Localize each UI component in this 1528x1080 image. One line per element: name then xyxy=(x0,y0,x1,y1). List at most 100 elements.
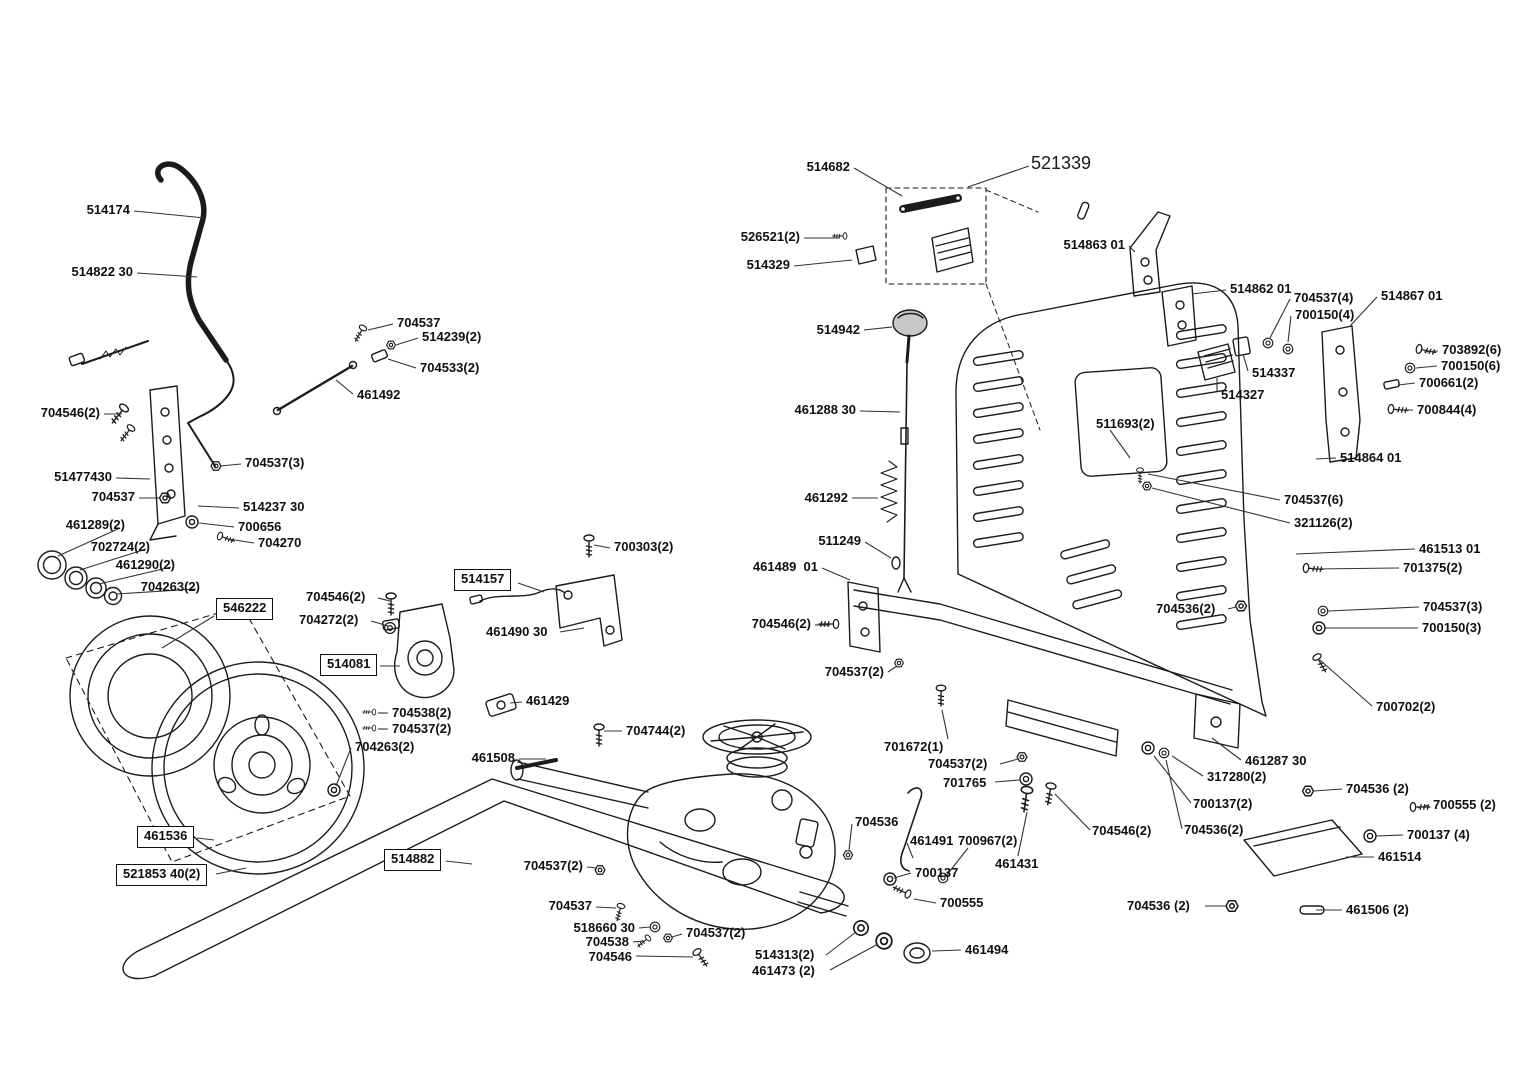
part-label: 514313(2) xyxy=(755,947,815,962)
part-label: 700555 xyxy=(940,895,984,910)
part-label: 704270 xyxy=(258,535,302,550)
part-label: 514157 xyxy=(454,569,512,591)
part-label: 700967(2) xyxy=(958,833,1018,848)
part-label: 701375(2) xyxy=(1403,560,1463,575)
part-label: 521853 40(2) xyxy=(116,864,208,886)
part-label: 461492 xyxy=(357,387,401,402)
part-label: 704537(2) xyxy=(523,858,583,873)
part-label: 461473 (2) xyxy=(752,963,815,978)
part-label: 514337 xyxy=(1252,365,1296,380)
gear-shift-lever xyxy=(68,161,235,467)
wheel-assembly xyxy=(65,605,365,875)
part-label: 704537(2) xyxy=(928,756,988,771)
part-label: 511249 xyxy=(818,533,861,548)
part-label: 461508 xyxy=(471,750,515,765)
part-label: 704744(2) xyxy=(626,723,686,738)
part-label: 700844(4) xyxy=(1417,402,1477,417)
part-label: 514942 xyxy=(816,322,860,337)
rear-panel xyxy=(955,282,1267,717)
part-label: 511693(2) xyxy=(1096,416,1155,431)
part-label: 704537(2) xyxy=(392,721,452,736)
part-label: 514822 30 xyxy=(71,264,133,279)
part-label: 461491 xyxy=(910,833,954,848)
transmission xyxy=(485,693,931,964)
part-label: 321126(2) xyxy=(1294,515,1353,530)
part-label: 514239(2) xyxy=(422,329,482,344)
part-label: 514867 01 xyxy=(1381,288,1443,303)
part-label: 700150(6) xyxy=(1441,358,1501,373)
part-label: 461490 30 xyxy=(486,624,548,639)
part-label: 700137 (4) xyxy=(1407,827,1470,842)
part-label: 700661(2) xyxy=(1419,375,1479,390)
part-label: 546222 xyxy=(216,598,274,620)
part-label: 701672(1) xyxy=(884,739,944,754)
part-label: 704546 xyxy=(588,949,632,964)
part-label: 461514 xyxy=(1378,849,1422,864)
frame-crossmember xyxy=(847,581,1241,757)
part-label: 704536 (2) xyxy=(1127,898,1190,913)
lever-bracket xyxy=(149,385,186,541)
part-label: 461494 xyxy=(965,942,1009,957)
part-label: 514682 xyxy=(806,159,850,174)
part-label: 704537 xyxy=(91,489,135,504)
part-label: 700555 (2) xyxy=(1433,797,1496,812)
part-label: 700137 xyxy=(915,865,959,880)
part-label: 461290(2) xyxy=(115,557,175,572)
part-label: 704533(2) xyxy=(420,360,480,375)
part-label: 704537(3) xyxy=(245,455,305,470)
part-label: 701765 xyxy=(943,775,987,790)
hub-rings xyxy=(37,550,123,606)
part-label: 700150(3) xyxy=(1422,620,1482,635)
part-label: 521339 xyxy=(1031,153,1092,173)
part-label: 704546(2) xyxy=(40,405,100,420)
part-label: 704263(2) xyxy=(355,739,415,754)
part-label: 518660 30 xyxy=(573,920,635,935)
part-label: 514174 xyxy=(86,202,130,217)
part-label: 700137(2) xyxy=(1193,796,1253,811)
part-label: 704537(6) xyxy=(1284,492,1344,507)
part-label: 704536(2) xyxy=(1156,601,1216,616)
part-label: 704537(4) xyxy=(1294,290,1354,305)
shift-link-rod xyxy=(900,787,923,872)
support-brackets xyxy=(1077,201,1400,463)
part-label: 461289(2) xyxy=(65,517,125,532)
part-label: 704546(2) xyxy=(306,589,366,604)
part-label: 461489 01 xyxy=(752,559,818,574)
part-label: 704537 xyxy=(548,898,592,913)
part-label: 704272(2) xyxy=(299,612,359,627)
part-label: 704537(3) xyxy=(1423,599,1483,614)
part-label: 704536 xyxy=(855,814,899,829)
leader-lines xyxy=(57,165,1439,971)
part-label: 704536(2) xyxy=(1184,822,1244,837)
part-label: 704538(2) xyxy=(392,705,452,720)
part-label: 704537 xyxy=(397,315,441,330)
part-label: 704537(2) xyxy=(686,925,746,940)
part-label: 704536 (2) xyxy=(1346,781,1409,796)
part-label: 461287 30 xyxy=(1245,753,1307,768)
part-label: 461513 01 xyxy=(1419,541,1481,556)
shift-gate-assembly xyxy=(832,187,1041,431)
part-label: 704546(2) xyxy=(1092,823,1152,838)
part-label: 700702(2) xyxy=(1376,699,1436,714)
part-label: 514329 xyxy=(746,257,790,272)
part-label: 514862 01 xyxy=(1230,281,1292,296)
part-label: 461536 xyxy=(137,826,195,848)
part-label: 461288 30 xyxy=(794,402,856,417)
part-label: 514081 xyxy=(320,654,378,676)
part-label: 514237 30 xyxy=(243,499,305,514)
shift-rod xyxy=(880,309,928,593)
part-label: 514327 xyxy=(1221,387,1265,402)
part-label: 702724(2) xyxy=(90,539,150,554)
part-label: 700303(2) xyxy=(614,539,674,554)
part-label: 514863 01 xyxy=(1063,237,1125,252)
part-label: 700150(4) xyxy=(1295,307,1355,322)
part-label: 461292 xyxy=(804,490,848,505)
linkage-rod xyxy=(272,349,389,416)
part-label: 700656 xyxy=(238,519,282,534)
part-label: 461431 xyxy=(995,856,1039,871)
part-label: 51477430 xyxy=(54,469,112,484)
part-label: 703892(6) xyxy=(1442,342,1502,357)
part-label: 317280(2) xyxy=(1207,769,1267,784)
